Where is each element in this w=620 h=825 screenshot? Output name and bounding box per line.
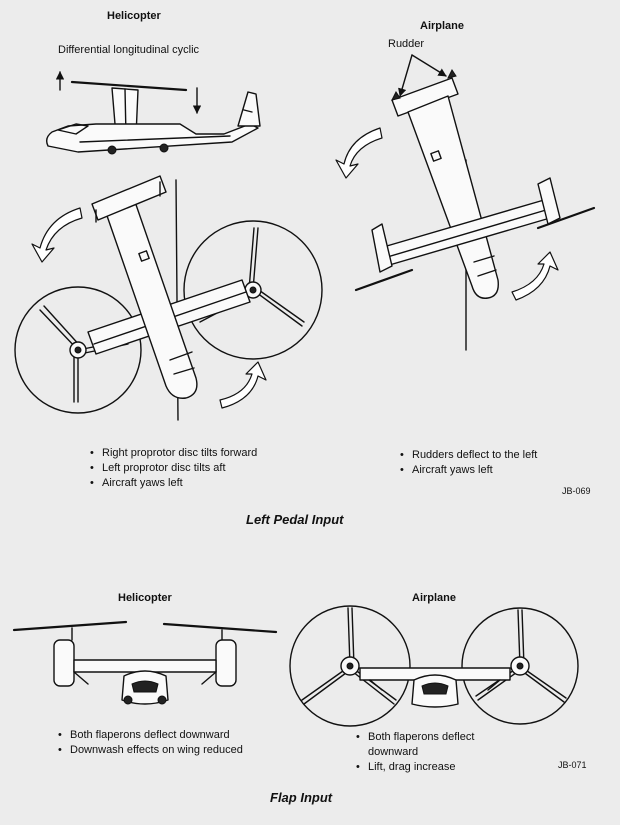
airplane-yaw-arrow-right [511, 251, 559, 301]
left-nacelle-front [53, 639, 75, 687]
airplane-left-prop [354, 268, 414, 292]
flap-helicopter-bullets: Both flaperons deflect downward Downwash… [58, 728, 258, 758]
left-pedal-figure-ref: JB-069 [562, 486, 591, 496]
flap-airplane-title: Airplane [412, 592, 457, 604]
airplane-fuselage [407, 95, 499, 299]
yaw-arrow-left [31, 207, 83, 263]
right-prop-disc-front [461, 607, 579, 725]
rudder-label: Rudder [388, 38, 425, 50]
tiltrotor-side-view [45, 71, 261, 155]
bullet-item: Rudders deflect to the left [400, 448, 600, 463]
airplane-horizontal-tail [391, 77, 459, 117]
bullet-item: Right proprotor disc tilts forward [90, 446, 330, 461]
left-pedal-caption: Left Pedal Input [246, 512, 344, 527]
fuselage-side [45, 123, 259, 153]
right-rotor-front [162, 622, 278, 634]
bullet-item: Lift, drag increase [356, 760, 506, 775]
left-prop-disc-front [289, 605, 411, 727]
tiltrotor-top-view-helicopter [14, 175, 323, 421]
flap-caption: Flap Input [270, 790, 333, 805]
bullet-item: Downwash effects on wing reduced [58, 743, 258, 758]
left-pedal-helicopter-bullets: Right proprotor disc tilts forward Left … [90, 446, 330, 491]
left-pedal-helicopter-title: Helicopter [107, 10, 161, 22]
left-pedal-airplane-bullets: Rudders deflect to the left Aircraft yaw… [400, 448, 600, 478]
bullet-item: Both flaperons deflect downward [58, 728, 258, 743]
fuselage-top [104, 195, 198, 399]
tiltrotor-front-view-helicopter [12, 620, 278, 705]
flap-figure-ref: JB-071 [558, 760, 587, 770]
airplane-right-prop [536, 206, 596, 230]
flap-helicopter-title: Helicopter [118, 592, 172, 604]
flap-airplane-bullets: Both flaperons deflect downward Lift, dr… [356, 730, 506, 775]
wing-front [73, 659, 217, 673]
airplane-left-nacelle [371, 223, 393, 273]
bullet-item: Aircraft yaws left [400, 463, 600, 478]
tiltrotor-front-view-airplane [289, 605, 579, 727]
differential-cyclic-label: Differential longitudinal cyclic [58, 44, 200, 56]
airplane-yaw-arrow-left [335, 127, 383, 179]
yaw-arrow-right [219, 361, 267, 409]
tail-fin-side [237, 91, 261, 127]
airplane-right-nacelle [537, 177, 561, 225]
bullet-item: Aircraft yaws left [90, 476, 330, 491]
airplane-wing-front [359, 667, 511, 681]
bullet-item: Both flaperons deflect downward [356, 730, 506, 760]
left-pedal-airplane-title: Airplane [420, 20, 465, 32]
right-proprotor-disc [183, 220, 323, 360]
bullet-item: Left proprotor disc tilts aft [90, 461, 330, 476]
left-proprotor-disc [14, 286, 142, 414]
left-rotor-front [12, 620, 128, 632]
rotor-disc-side [70, 80, 188, 92]
tiltrotor-top-view-airplane [335, 54, 596, 351]
right-nacelle-front [215, 639, 237, 687]
